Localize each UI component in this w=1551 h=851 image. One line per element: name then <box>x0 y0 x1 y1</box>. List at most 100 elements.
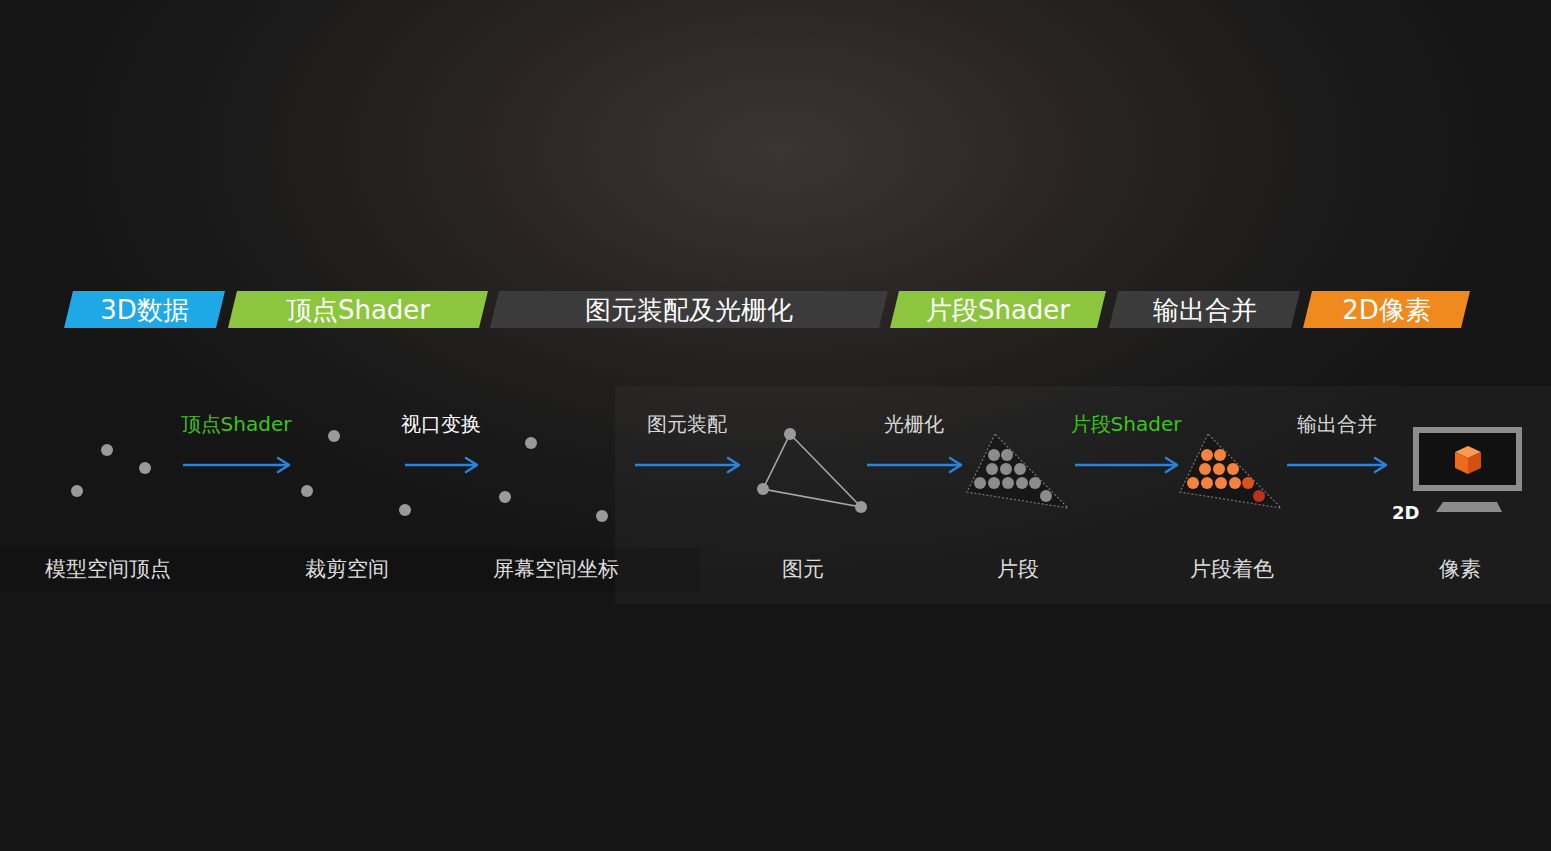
dot <box>139 462 151 474</box>
pipeline-stage: 片段 <box>964 415 1072 590</box>
arrow-head <box>1166 458 1177 472</box>
stage-label: 图元 <box>782 556 824 582</box>
stage-banner: 片段Shader <box>890 291 1106 328</box>
banner-title: 图元装配及光栅化 <box>585 295 793 325</box>
primitive-triangle <box>757 428 867 513</box>
banner-title: 3D数据 <box>100 295 189 325</box>
cube-left <box>1455 452 1468 474</box>
parallelogram <box>490 291 888 328</box>
parallelogram <box>228 291 488 328</box>
stage-banner: 输出合并 <box>1109 291 1300 328</box>
flow-arrow <box>1287 458 1386 472</box>
arrow-head <box>950 458 961 472</box>
dot <box>1229 477 1241 489</box>
arrow-line <box>635 464 739 467</box>
shaded-triangle <box>1180 434 1281 508</box>
pipeline-stage: 片段着色 <box>1180 415 1284 590</box>
fragment-triangle <box>967 434 1068 508</box>
dot <box>1253 490 1265 502</box>
dot <box>1016 477 1028 489</box>
dot <box>1014 463 1026 475</box>
stage-label: 裁剪空间 <box>305 556 389 582</box>
dot <box>328 430 340 442</box>
dot <box>1213 463 1225 475</box>
dot <box>1215 477 1227 489</box>
edge-label: 视口变换 <box>401 411 481 437</box>
banner-title: 顶点Shader <box>286 295 430 325</box>
pipeline-stage: 屏幕空间坐标 <box>480 415 632 590</box>
dot <box>499 491 511 503</box>
dot <box>1201 449 1213 461</box>
dot <box>1000 463 1012 475</box>
dot <box>988 449 1000 461</box>
stage-banner: 图元装配及光栅化 <box>490 291 888 328</box>
dot <box>1040 490 1052 502</box>
edge-label: 图元装配 <box>647 411 727 437</box>
parallelogram <box>890 291 1106 328</box>
panel <box>615 386 1551 604</box>
stand <box>1436 502 1502 512</box>
triangle <box>1180 434 1281 508</box>
dot <box>1201 477 1213 489</box>
arrow-head <box>728 458 739 472</box>
arrow-line <box>1287 464 1386 467</box>
flow-arrow <box>183 458 289 472</box>
monitor-icon <box>1416 430 1519 512</box>
flow-arrow <box>867 458 961 472</box>
stage-label: 片段 <box>997 556 1039 582</box>
arrow-head <box>278 458 289 472</box>
stage-banner: 2D像素 <box>1303 291 1470 328</box>
dot <box>986 463 998 475</box>
edge-label: 输出合并 <box>1297 411 1377 437</box>
stage-label: 片段着色 <box>1190 556 1274 582</box>
arrow-line <box>1075 464 1177 467</box>
banner-title: 片段Shader <box>926 295 1070 325</box>
dot <box>784 428 796 440</box>
banner-title: 2D像素 <box>1342 295 1431 325</box>
dot <box>974 477 986 489</box>
dot <box>1187 477 1199 489</box>
cube-right <box>1468 452 1481 474</box>
dot <box>301 485 313 497</box>
dot <box>1002 477 1014 489</box>
dot <box>988 477 1000 489</box>
parallelogram <box>1109 291 1300 328</box>
dot <box>1199 463 1211 475</box>
stage-banner: 顶点Shader <box>228 291 488 328</box>
edge-label: 光栅化 <box>884 411 944 437</box>
dot <box>855 501 867 513</box>
dot <box>596 510 608 522</box>
dot <box>101 444 113 456</box>
dot <box>1001 449 1013 461</box>
pipeline-stage: 模型空间顶点 <box>36 415 180 590</box>
stage-label: 像素 <box>1439 556 1481 582</box>
dot <box>399 504 411 516</box>
triangle <box>763 434 861 507</box>
edge-label: 片段Shader <box>1071 411 1182 437</box>
dot <box>1227 463 1239 475</box>
arrow-line <box>183 464 289 467</box>
edge-label: 顶点Shader <box>181 411 292 437</box>
stage-label: 模型空间顶点 <box>45 556 171 582</box>
dot <box>525 437 537 449</box>
dot <box>71 485 83 497</box>
stage-label: 屏幕空间坐标 <box>493 556 619 582</box>
dot <box>1029 477 1041 489</box>
arrow-head <box>466 458 477 472</box>
stage-banner: 3D数据 <box>64 291 225 328</box>
flow-arrow <box>405 458 477 472</box>
flow-arrow <box>1075 458 1177 472</box>
pipeline-stage: 图元 <box>742 415 864 590</box>
pipeline-stage: 裁剪空间 <box>292 415 402 590</box>
vertex-dots <box>71 430 608 522</box>
triangle <box>967 434 1068 508</box>
flow-arrow <box>635 458 739 472</box>
arrow-line <box>867 464 961 467</box>
arrow-head <box>1375 458 1386 472</box>
parallelogram <box>64 291 225 328</box>
screen <box>1416 430 1519 488</box>
dot <box>1214 449 1226 461</box>
parallelogram <box>1303 291 1470 328</box>
arrow-line <box>405 464 477 467</box>
